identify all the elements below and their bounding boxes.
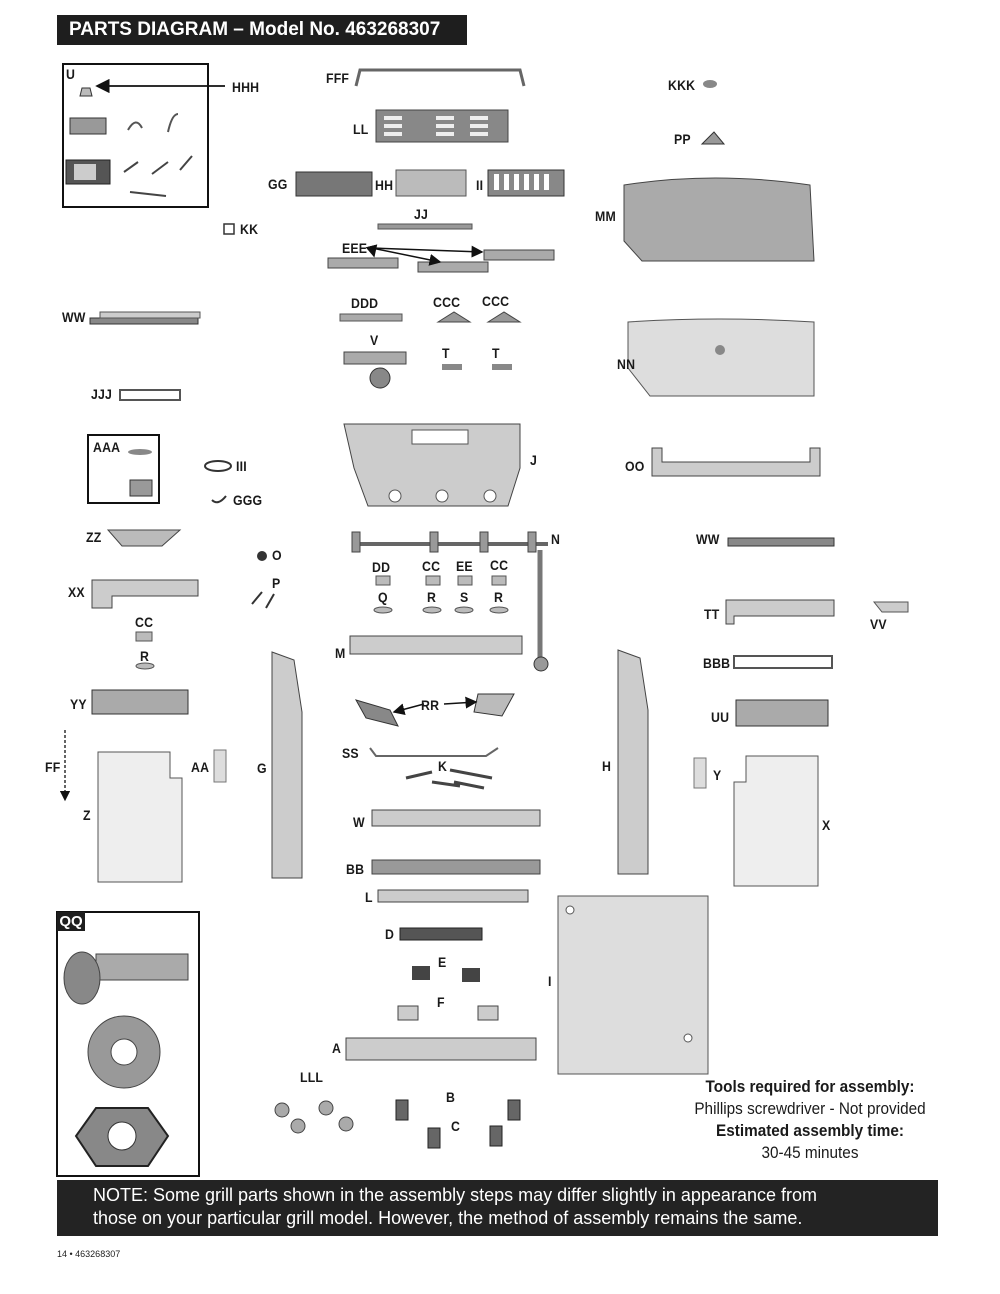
label-g: G: [257, 760, 267, 776]
label-hhh: HHH: [232, 79, 260, 95]
label-u: U: [66, 66, 76, 82]
page-title: PARTS DIAGRAM – Model No. 463268307: [57, 15, 467, 45]
label-ggg: GGG: [233, 492, 263, 508]
part-u-box: [62, 63, 209, 208]
tools-required-item: Phillips screwdriver - Not provided: [694, 1099, 926, 1118]
label-r-3: R: [140, 648, 150, 664]
label-t-1: T: [442, 345, 450, 361]
label-n: N: [551, 531, 561, 547]
label-hh: HH: [375, 177, 394, 193]
label-jjj: JJJ: [91, 386, 113, 402]
label-f: F: [437, 994, 445, 1010]
label-ee: EE: [456, 558, 473, 574]
label-oo: OO: [625, 458, 645, 474]
label-kkk: KKK: [668, 77, 696, 93]
label-ccc-2: CCC: [482, 293, 510, 309]
tools-info: Tools required for assembly: Phillips sc…: [675, 1076, 945, 1164]
label-q: Q: [378, 589, 388, 605]
label-ll: LL: [353, 121, 369, 137]
label-cc-2: CC: [490, 557, 509, 573]
label-z: Z: [83, 807, 91, 823]
label-b: B: [446, 1089, 456, 1105]
label-ccc-1: CCC: [433, 294, 461, 310]
label-qq: QQ: [57, 912, 85, 931]
label-yy: YY: [70, 696, 87, 712]
label-jj: JJ: [414, 206, 429, 222]
label-r-2: R: [494, 589, 504, 605]
label-o: O: [272, 547, 282, 563]
part-qq-box: [56, 911, 200, 1177]
label-j: J: [530, 452, 538, 468]
label-w: W: [353, 814, 365, 830]
assembly-time-value: 30-45 minutes: [761, 1143, 859, 1162]
label-c: C: [451, 1118, 461, 1134]
note-line-1: NOTE: Some grill parts shown in the asse…: [93, 1185, 817, 1205]
label-ff: FF: [45, 759, 61, 775]
note-line-2: those on your particular grill model. Ho…: [93, 1208, 803, 1228]
label-cc-3: CC: [135, 614, 154, 630]
label-aa: AA: [191, 759, 210, 775]
label-vv: VV: [870, 616, 887, 632]
label-k: K: [438, 758, 448, 774]
label-s: S: [460, 589, 469, 605]
label-kk: KK: [240, 221, 259, 237]
label-xx: XX: [68, 584, 85, 600]
label-x: X: [822, 817, 831, 833]
page-footer: 14 • 463268307: [57, 1249, 121, 1259]
label-gg: GG: [268, 176, 288, 192]
label-tt: TT: [704, 606, 720, 622]
label-ii: II: [476, 177, 484, 193]
note-banner: NOTE: Some grill parts shown in the asse…: [57, 1180, 938, 1236]
label-nn: NN: [617, 356, 636, 372]
label-ss: SS: [342, 745, 359, 761]
part-aaa-box: [87, 434, 160, 504]
label-r-1: R: [427, 589, 437, 605]
label-fff: FFF: [326, 70, 350, 86]
label-iii: III: [236, 458, 247, 474]
label-y: Y: [713, 767, 722, 783]
label-m: M: [335, 645, 346, 661]
label-p: P: [272, 575, 281, 591]
tools-required-title: Tools required for assembly:: [705, 1077, 915, 1096]
label-bb: BB: [346, 861, 365, 877]
label-ww-left: WW: [62, 309, 86, 325]
label-mm: MM: [595, 208, 616, 224]
assembly-time-title: Estimated assembly time:: [716, 1121, 904, 1140]
label-eee: EEE: [342, 240, 368, 256]
label-uu: UU: [711, 709, 730, 725]
label-i: I: [548, 973, 552, 989]
label-rr: RR: [421, 697, 440, 713]
label-lll: LLL: [300, 1069, 324, 1085]
label-v: V: [370, 332, 379, 348]
label-bbb: BBB: [703, 655, 731, 671]
label-cc-1: CC: [422, 558, 441, 574]
label-zz: ZZ: [86, 529, 102, 545]
label-d: D: [385, 926, 395, 942]
label-a: A: [332, 1040, 342, 1056]
label-h: H: [602, 758, 612, 774]
label-ww-right: WW: [696, 531, 720, 547]
label-dd: DD: [372, 559, 391, 575]
label-t-2: T: [492, 345, 500, 361]
label-pp: PP: [674, 131, 691, 147]
label-e: E: [438, 954, 447, 970]
label-l: L: [365, 889, 373, 905]
label-ddd: DDD: [351, 295, 379, 311]
label-aaa: AAA: [93, 439, 121, 455]
